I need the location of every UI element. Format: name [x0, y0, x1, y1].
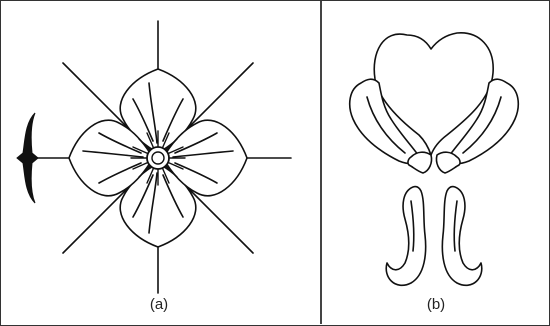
brace-marker: [17, 113, 38, 203]
radial-flower-diagram: [1, 1, 320, 324]
lower-left-lobe: [386, 187, 425, 286]
caption-b: (b): [406, 296, 466, 313]
bilateral-flower-diagram: [321, 1, 549, 324]
lower-right-lobe: [442, 187, 481, 286]
panel-b: (b): [321, 1, 549, 324]
caption-a: (a): [129, 296, 189, 313]
panel-a: (a): [1, 1, 320, 324]
flower-center-inner: [152, 152, 164, 164]
